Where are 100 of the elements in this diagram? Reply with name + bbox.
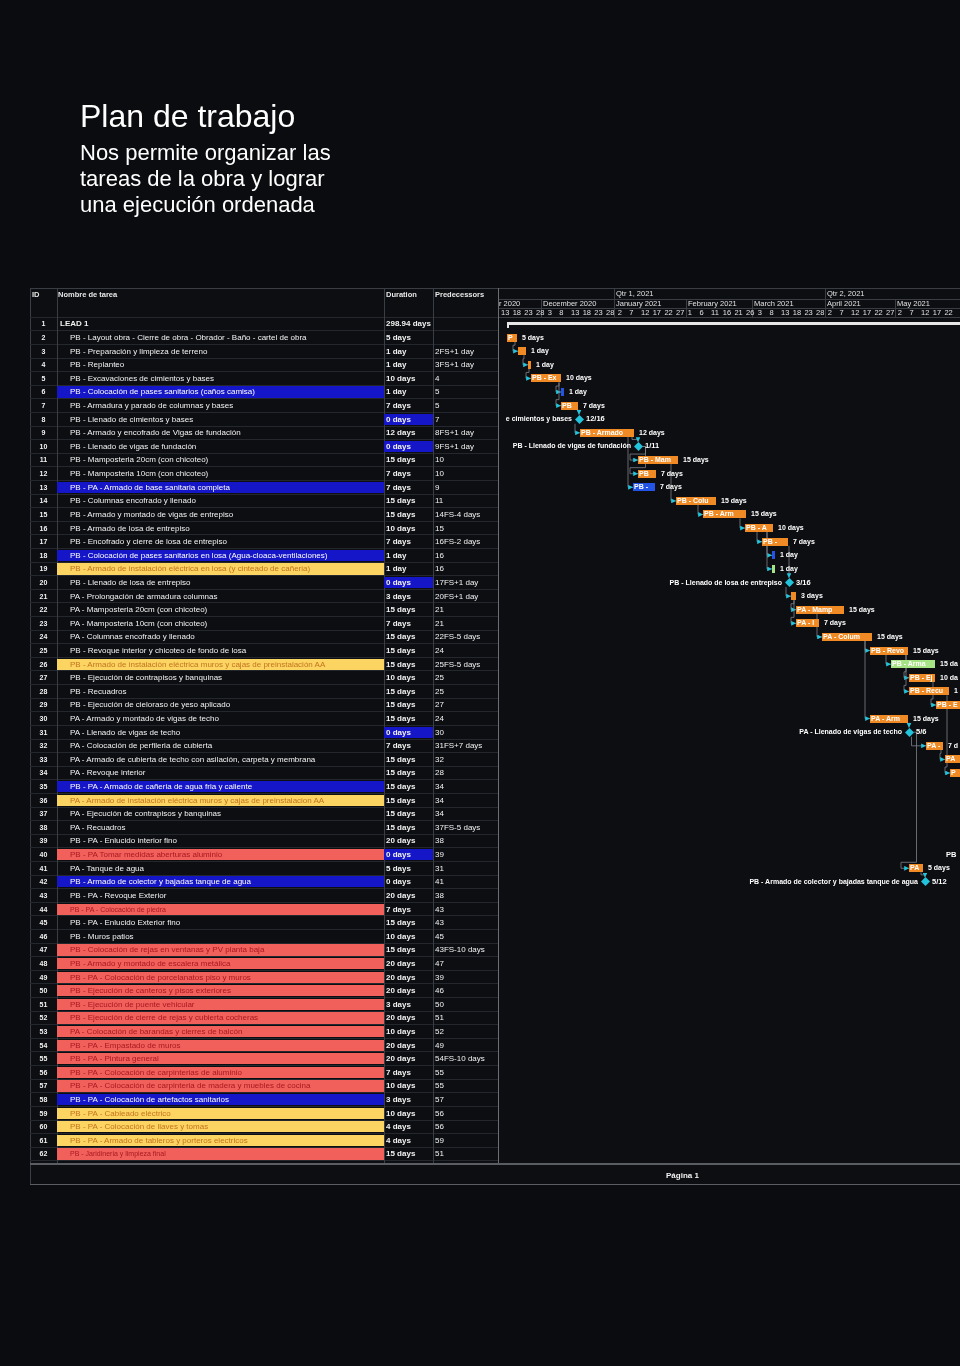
predecessor-value: 38	[435, 835, 444, 847]
duration-value: 20 days	[385, 889, 417, 902]
predecessor-value: 21	[435, 617, 444, 629]
predecessor-value: 28	[435, 767, 444, 779]
task-name: PA - Armado de cubierta de techo con asilación, carpeta y membrana	[69, 753, 317, 765]
duration-value: 10 days	[385, 372, 417, 384]
predecessor-value: 37FS-5 days	[435, 821, 481, 834]
predecessor-value: 16FS-2 days	[435, 536, 481, 548]
task-name: PB - Armado de instalación eléctrica en losa (y cinteado de cañeria)	[57, 563, 384, 575]
predecessor-value: 2FS+1 day	[435, 345, 474, 357]
dependency-arrow	[576, 409, 582, 416]
predecessor-value: 11	[435, 495, 444, 507]
duration-value: 7 days	[385, 617, 412, 629]
predecessor-value: 30	[435, 726, 444, 738]
task-name: PB - Layout obra - Cierre de obra - Obrador - Baño - cartel de obra	[69, 332, 308, 344]
predecessor-value: 43	[435, 903, 444, 915]
predecessor-value: 20FS+1 day	[435, 590, 479, 602]
milestone-diamond	[920, 877, 930, 887]
task-name: PB - PA - Pintura general	[57, 1053, 384, 1065]
predecessor-value: 51	[435, 1012, 444, 1024]
duration-value: 5 days	[385, 862, 412, 874]
predecessor-value: 24	[435, 713, 444, 725]
predecessor-value: 25FS-5 days	[435, 658, 481, 670]
duration-value: 0 days	[384, 849, 433, 861]
task-name: PB - PA - Colocación de porcelanatos piso y muros	[57, 971, 384, 983]
predecessor-value: 17FS+1 day	[435, 576, 479, 589]
task-name: PB - Armadura y parado de columnas y bases	[69, 400, 235, 412]
task-name: PB - PA - Enlucido Exterior fino	[69, 917, 182, 929]
task-name: PA - Columnas encofrado y llenado	[69, 631, 196, 643]
dependency-arrow	[920, 871, 928, 878]
predecessor-value: 32	[435, 753, 444, 765]
predecessor-value: 56	[435, 1107, 444, 1119]
task-name: PB - Colocación de pases sanitarios (caños camisa)	[57, 386, 384, 398]
task-name: PA - Armado de instalación eléctrica muros y cajas de preinstalacion AA	[57, 794, 384, 806]
predecessor-value: 31FS+7 days	[435, 740, 483, 752]
predecessor-value: 3FS+1 day	[435, 359, 474, 371]
task-name: PB - Ejecución de puente vehicular	[57, 998, 384, 1010]
task-name: PB - Llenado de cimientos y bases	[69, 413, 195, 425]
duration-value: 298.94 days	[385, 318, 432, 330]
task-name: PA - Revoque interior	[69, 767, 147, 779]
task-bar	[528, 360, 531, 369]
milestone-diamond	[784, 578, 794, 588]
predecessor-value: 57	[435, 1094, 444, 1106]
task-name: PB - Ejecución de contrapisos y banquinas	[69, 672, 224, 684]
task-name: PB - Ejecución de cierre de rejas y cubierta cocheras	[57, 1012, 384, 1024]
task-name: PB - PA - Enlucido interior fino	[69, 835, 178, 847]
page-title: Plan de trabajo	[80, 98, 296, 135]
duration-value: 3 days	[385, 998, 412, 1010]
predecessor-value: 55	[435, 1080, 444, 1092]
predecessor-value: 25	[435, 685, 444, 697]
predecessor-value: 39	[435, 971, 444, 983]
task-name: PB - PA Tomar medidas aberturas aluminio	[57, 849, 384, 861]
duration-value: 15 days	[385, 658, 417, 670]
predecessor-value: 45	[435, 930, 444, 942]
task-name: PA - Armado y montado de vigas de techo	[69, 713, 220, 725]
predecessor-value: 5	[435, 386, 440, 398]
duration-value: 7 days	[385, 468, 412, 480]
predecessor-value: 43	[435, 917, 444, 929]
task-name: PB - Encofrado y cierre de losa de entrepiso	[69, 536, 228, 548]
task-name: PB - PA - Armado de base sanitaria completa	[57, 481, 384, 493]
duration-value: 15 days	[385, 631, 417, 643]
predecessor-value: 34	[435, 794, 444, 806]
duration-value: 15 days	[385, 794, 417, 806]
predecessor-value: 15	[435, 522, 444, 534]
duration-value: 10 days	[385, 1025, 417, 1038]
duration-value: 10 days	[385, 672, 417, 684]
task-name: PB - PA - Colocación de carpinteria de madera y muebles de cocina	[57, 1080, 384, 1092]
predecessor-value: 4	[435, 372, 440, 384]
predecessor-value: 25	[435, 672, 444, 684]
predecessor-value: 7	[435, 413, 440, 425]
dependency-arrow	[906, 722, 912, 729]
predecessor-value: 16	[435, 563, 444, 575]
duration-value: 3 days	[385, 1094, 412, 1106]
duration-value: 15 days	[385, 753, 417, 765]
predecessor-value: 39	[435, 849, 444, 861]
duration-value: 15 days	[385, 644, 417, 657]
duration-value: 15 days	[385, 454, 417, 466]
task-name: PB - Recuadros	[69, 685, 128, 697]
duration-value: 15 days	[385, 917, 417, 929]
task-name: PA - Llenado de vigas de techo	[69, 726, 182, 738]
milestone-diamond	[904, 727, 914, 737]
duration-value: 20 days	[385, 985, 417, 997]
task-name: PA - Recuadros	[69, 821, 127, 834]
predecessor-value: 50	[435, 998, 444, 1010]
page-number: Página 1	[666, 1171, 699, 1180]
predecessor-value: 43FS-10 days	[435, 944, 485, 956]
duration-value: 5 days	[385, 332, 412, 344]
task-bar	[561, 388, 564, 397]
task-bar	[791, 592, 796, 601]
task-name: PB - Llenado de vigas de fundación	[69, 440, 198, 453]
duration-value: 1 day	[385, 386, 408, 398]
predecessor-value: 14FS-4 days	[435, 508, 481, 521]
duration-value: 7 days	[385, 481, 412, 493]
duration-value: 10 days	[385, 1107, 417, 1119]
predecessor-value: 51	[435, 1148, 444, 1160]
predecessor-value: 24	[435, 644, 444, 657]
duration-value: 15 days	[385, 767, 417, 779]
predecessor-value: 46	[435, 985, 444, 997]
task-name: PA - Mamposteria 10cm (con chicoteo)	[69, 617, 209, 629]
predecessor-value: 38	[435, 889, 444, 902]
